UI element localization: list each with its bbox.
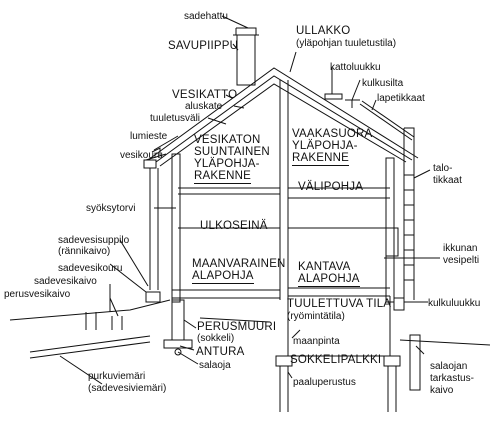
plinth-beam bbox=[275, 355, 293, 367]
label-outfall-drain: purkuviemäri bbox=[88, 371, 146, 382]
label-roof-hatch: kattoluukku bbox=[330, 62, 381, 73]
label-roof: VESIKATTO bbox=[172, 89, 238, 101]
label-pile-foundation: paaluperustus bbox=[293, 377, 356, 388]
label-load-bearing-floor-2: ALAPOHJA bbox=[298, 273, 360, 287]
center-wall bbox=[279, 80, 289, 300]
label-plinth-beam: SOKKELIPALKKI bbox=[290, 354, 382, 366]
catch-basin bbox=[85, 312, 97, 330]
label-gutter-well: (rännikaivo) bbox=[58, 246, 111, 257]
label-exterior-wall: ULKOSEINÄ bbox=[200, 220, 268, 232]
piles bbox=[279, 366, 397, 412]
house-ladder bbox=[403, 165, 415, 300]
window bbox=[385, 227, 399, 257]
chimney bbox=[236, 34, 256, 86]
snow-guard bbox=[151, 147, 161, 156]
label-window-sill-2: vesipelti bbox=[443, 255, 480, 266]
label-gutter: vesikouru bbox=[120, 150, 163, 161]
load-bearing-floor bbox=[288, 287, 390, 297]
roof-walkway bbox=[345, 99, 360, 108]
label-inspection-well-3: kaivo bbox=[430, 385, 454, 396]
slab-on-ground bbox=[172, 289, 280, 299]
label-drain-pipe: salaoja bbox=[199, 360, 231, 371]
label-footing: ANTURA bbox=[196, 346, 245, 358]
label-downpipe: syöksytorvi bbox=[86, 203, 136, 214]
drain-pipe bbox=[174, 348, 182, 356]
foundation-drain-well bbox=[111, 316, 123, 330]
right-wall bbox=[385, 157, 395, 303]
label-plinth: (sokkeli) bbox=[197, 333, 235, 344]
label-foundation-wall: PERUSMUURI bbox=[197, 321, 277, 333]
label-horizontal-ceiling-1: VAAKASUORA bbox=[292, 128, 373, 140]
label-gutter-funnel: sadevesisuppilo bbox=[58, 235, 130, 246]
roof-ladder bbox=[359, 100, 415, 141]
roof-outer bbox=[147, 67, 419, 161]
label-house-ladder-2: tikkaat bbox=[433, 175, 462, 186]
label-slab-on-ground-1: MAANVARAINEN bbox=[192, 258, 286, 270]
label-crawl-hatch: kulkuluukku bbox=[428, 298, 481, 309]
label-storm-sewer: (sadevesiviemäri) bbox=[88, 383, 167, 394]
label-foundation-drain-well: perusvesikaivo bbox=[4, 289, 71, 300]
label-slab-on-ground-2: ALAPOHJA bbox=[192, 270, 254, 284]
label-sloped-ceiling-3: YLÄPOHJA- bbox=[194, 158, 260, 170]
storm-drain bbox=[29, 335, 151, 353]
roof-inner bbox=[155, 75, 413, 163]
label-horizontal-ceiling-2: YLÄPOHJA- bbox=[292, 140, 358, 152]
crawl-hatch bbox=[393, 297, 405, 311]
gutter-well bbox=[145, 291, 161, 303]
footing bbox=[163, 339, 193, 349]
label-attic: ULLAKKO bbox=[296, 25, 351, 37]
horizontal-ceiling bbox=[288, 187, 390, 199]
label-snow-guard: lumieste bbox=[130, 131, 168, 142]
label-catch-basin: sadevesikaivo bbox=[34, 276, 97, 287]
inspection-well bbox=[409, 334, 421, 391]
ladder-top bbox=[403, 127, 415, 165]
label-sloped-ceiling-1: VESIKATON bbox=[194, 134, 261, 146]
label-attic-sub: (yläpohjan tuuletustila) bbox=[296, 38, 397, 49]
label-crawl-space: TUULETTUVA TILA bbox=[287, 298, 392, 310]
downpipe bbox=[149, 168, 159, 290]
label-roof-ladder: lapetikkaat bbox=[377, 93, 425, 104]
sloped-ceiling bbox=[178, 187, 280, 195]
label-inspection-well-1: salaojan bbox=[430, 361, 468, 372]
roof-hatch bbox=[324, 93, 343, 100]
label-intermediate-floor: VÄLIPOHJA bbox=[298, 181, 364, 193]
label-ventilation-gap: tuuletusväli bbox=[150, 113, 201, 124]
label-house-ladder-1: talo- bbox=[433, 163, 453, 174]
label-window-sill-1: ikkunan bbox=[443, 243, 478, 254]
label-roof-walkway: kulkusilta bbox=[362, 78, 404, 89]
label-crawl-space-sub: (ryömintätila) bbox=[287, 311, 345, 322]
label-storm-gutter: sadevesikouru bbox=[58, 263, 123, 274]
foundation-wall bbox=[171, 299, 185, 341]
ground-surface bbox=[9, 299, 491, 346]
label-load-bearing-floor-1: KANTAVA bbox=[298, 261, 351, 273]
crawl-space bbox=[287, 296, 391, 356]
gutter bbox=[143, 159, 157, 169]
label-underlay: aluskate bbox=[185, 101, 223, 112]
label-rain-cap: sadehattu bbox=[184, 11, 228, 22]
label-horizontal-ceiling-3: RAKENNE bbox=[292, 152, 349, 166]
rain-cap bbox=[233, 27, 259, 36]
label-ground-surface: maanpinta bbox=[293, 336, 340, 347]
label-sloped-ceiling-2: SUUNTAINEN bbox=[194, 146, 270, 158]
label-sloped-ceiling-4: RAKENNE bbox=[194, 170, 251, 184]
label-chimney: SAVUPIIPPU bbox=[168, 40, 239, 52]
label-inspection-well-2: tarkastus- bbox=[430, 373, 474, 384]
